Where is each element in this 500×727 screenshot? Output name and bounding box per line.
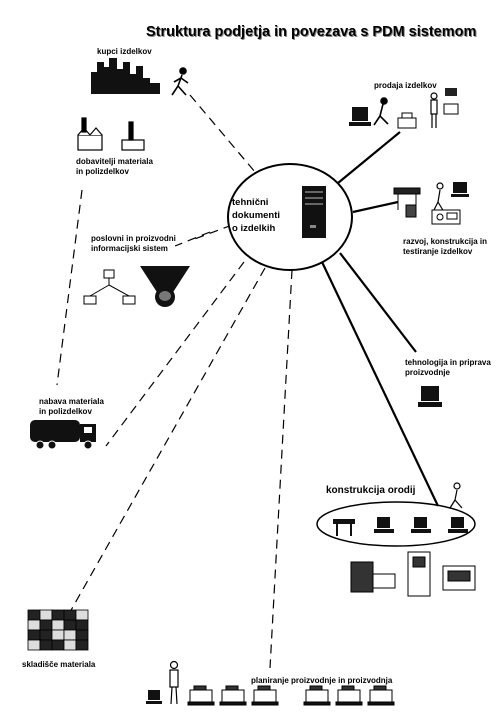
planning-computer-icon xyxy=(146,690,162,704)
label-razvoj-2: testiranje izdelkov xyxy=(403,247,473,256)
production-machine xyxy=(251,685,279,706)
link-poslovni-ext xyxy=(174,231,211,247)
label-dobavitelji-2: in polizdelkov xyxy=(76,167,129,176)
tooling-ellipse xyxy=(316,501,476,547)
warehouse-grid-icon xyxy=(27,609,89,651)
center-line-3: o izdelkih xyxy=(232,223,276,234)
warehouse-grid-cell xyxy=(27,609,41,621)
label-nabava: nabava materiala in polizdelkov xyxy=(39,397,104,417)
label-poslovni: poslovni in proizvodni informacijski sis… xyxy=(91,234,176,254)
warehouse-grid-cell xyxy=(63,629,77,641)
warehouse-grid-cell xyxy=(51,619,65,631)
warehouse-grid-cell xyxy=(39,639,53,651)
label-konstrukcija: konstrukcija orodij xyxy=(326,485,416,496)
label-nabava-1: nabava materiala xyxy=(39,397,104,406)
computer-icon xyxy=(349,107,371,126)
workstation-icon xyxy=(451,182,469,197)
center-line-1: tehnični xyxy=(232,197,269,208)
engineer-icon xyxy=(432,182,445,213)
warehouse-grid-cell xyxy=(51,609,65,621)
label-dobavitelji-1: dobavitelji materiala xyxy=(76,157,153,166)
link-prodaja xyxy=(337,131,401,184)
label-razvoj-1: razvoj, konstrukcija in xyxy=(403,237,488,246)
production-machine xyxy=(187,685,215,706)
label-skladisce: skladišče materiala xyxy=(22,660,96,669)
desktop-computer-icon xyxy=(418,386,442,407)
warehouse-grid-cell xyxy=(39,609,53,621)
link-tehnologija xyxy=(339,252,417,353)
link-kupci xyxy=(189,94,256,173)
warehouse-grid-cell xyxy=(63,639,77,651)
production-machines-icon xyxy=(187,685,395,706)
running-person-icon xyxy=(373,97,389,126)
production-machine xyxy=(367,685,395,706)
factory-icon xyxy=(77,117,145,151)
warehouse-grid-cell xyxy=(75,629,89,641)
label-tehnologija-1: tehnologija in priprava xyxy=(405,358,491,367)
label-prodaja: prodaja izdelkov xyxy=(374,81,437,90)
label-poslovni-2: informacijski sistem xyxy=(91,244,168,253)
link-konstrukcija xyxy=(321,261,439,507)
designer-person-icon xyxy=(449,482,463,509)
label-kupci: kupci izdelkov xyxy=(97,47,152,56)
link-razvoj xyxy=(352,200,399,214)
warehouse-grid-cell xyxy=(27,629,41,641)
cnc-machine-icon xyxy=(350,551,476,597)
center-line-2: dokumenti xyxy=(232,210,281,221)
link-nabava xyxy=(105,261,245,447)
link-planiranje xyxy=(269,269,293,669)
label-razvoj: razvoj, konstrukcija in testiranje izdel… xyxy=(403,237,487,257)
label-planiranje: planiranje proizvodnje in proizvodnja xyxy=(251,676,393,685)
diagram-title: Struktura podjetja in povezava s PDM sis… xyxy=(146,24,477,40)
standing-person-icon xyxy=(430,92,438,128)
planner-person-icon xyxy=(169,660,179,705)
label-tehnologija-2: proizvodnje xyxy=(405,368,450,377)
production-machine xyxy=(303,685,331,706)
warehouse-grid-cell xyxy=(39,619,53,631)
warehouse-grid-cell xyxy=(75,639,89,651)
warehouse-grid-cell xyxy=(75,619,89,631)
warehouse-grid-cell xyxy=(27,639,41,651)
printer-icon xyxy=(397,103,459,129)
link-skladisce xyxy=(69,267,266,613)
warehouse-grid-cell xyxy=(51,639,65,651)
label-tehnologija: tehnologija in priprava proizvodnje xyxy=(405,358,491,378)
telephone-icon xyxy=(445,88,457,96)
warehouse-grid-cell xyxy=(63,609,77,621)
label-poslovni-1: poslovni in proizvodni xyxy=(91,234,176,243)
city-skyline-icon xyxy=(91,58,160,94)
warehouse-grid-cell xyxy=(39,629,53,641)
warehouse-grid-cell xyxy=(51,629,65,641)
network-icon xyxy=(83,269,136,305)
projector-icon xyxy=(140,266,190,307)
warehouse-grid-cell xyxy=(75,609,89,621)
label-nabava-2: in polizdelkov xyxy=(39,407,92,416)
warehouse-grid-cell xyxy=(27,619,41,631)
cad-plotter-icon xyxy=(333,519,355,536)
link-poslovni xyxy=(191,224,233,241)
warehouse-grid-cell xyxy=(63,619,77,631)
center-label: tehnični dokumenti o izdelkih xyxy=(232,196,302,235)
test-equipment-icon xyxy=(405,204,461,225)
production-machine xyxy=(219,685,247,706)
link-dobavitelji xyxy=(56,189,83,386)
walking-person-icon xyxy=(171,67,189,96)
server-icon xyxy=(302,186,326,238)
production-machine xyxy=(335,685,363,706)
truck-icon xyxy=(30,420,96,450)
label-dobavitelji: dobavitelji materiala in polizdelkov xyxy=(76,157,153,177)
cad-workstation-icon xyxy=(374,517,468,533)
